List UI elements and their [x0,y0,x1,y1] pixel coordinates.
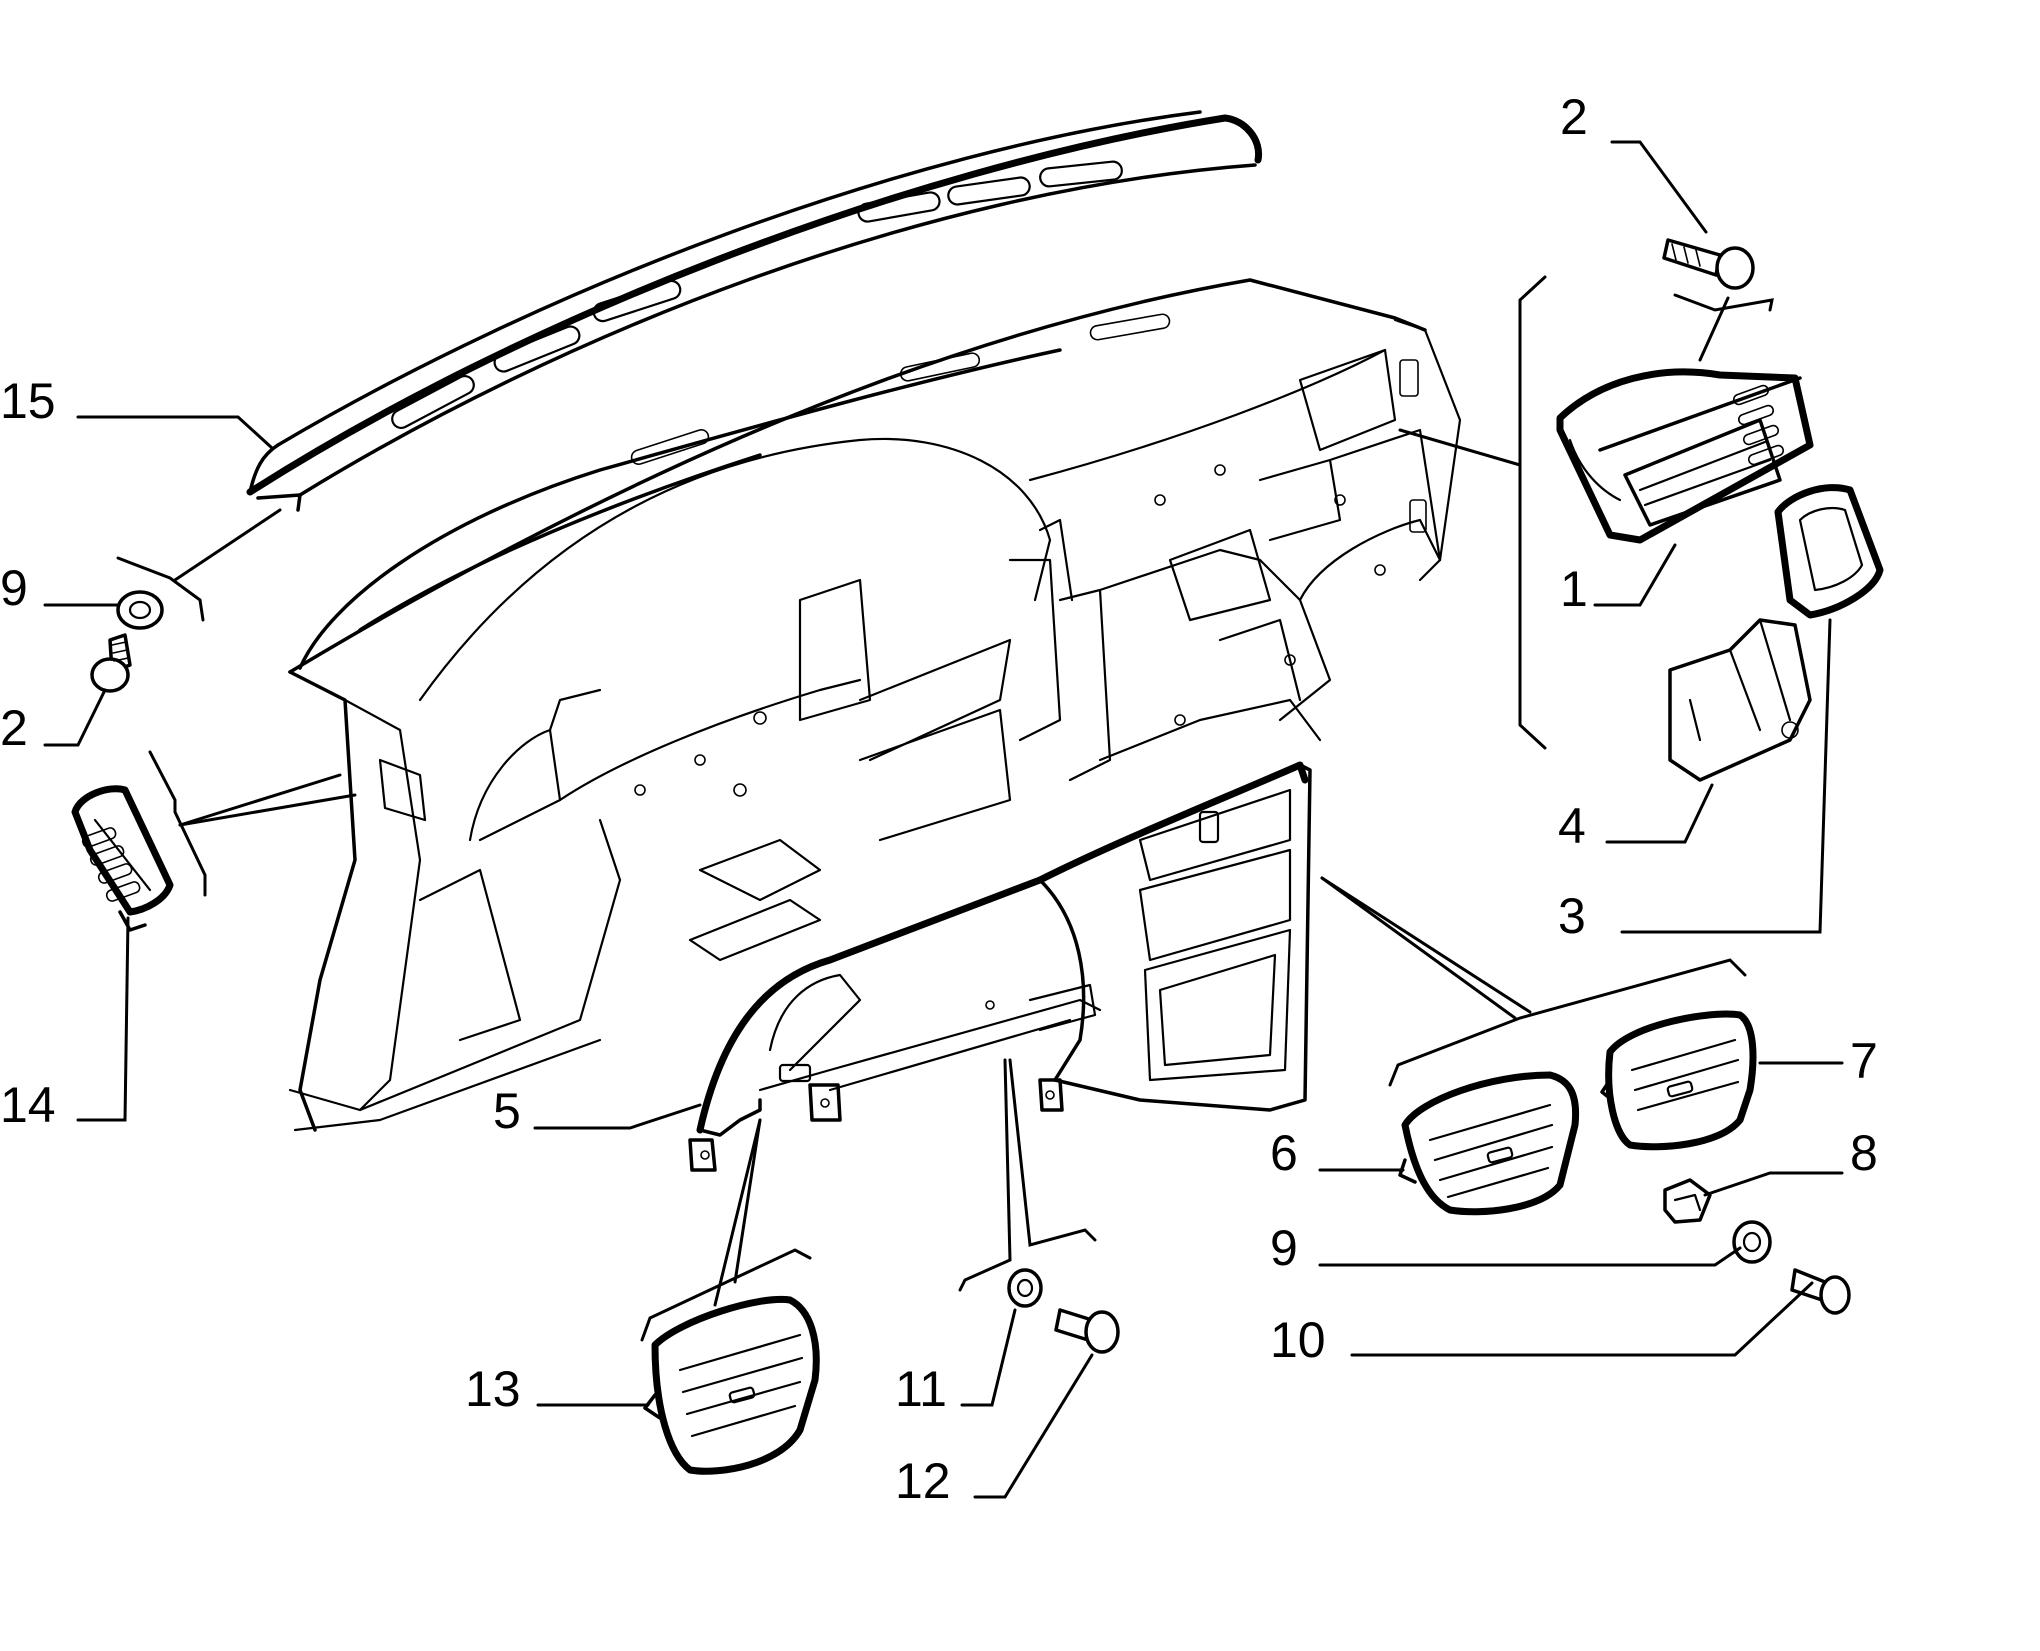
part-8-clip [1663,1178,1712,1224]
callout-labels: 15 9 2 14 2 1 4 3 5 7 6 8 9 10 11 12 13 [0,89,1878,1509]
callout-1: 1 [1560,561,1588,617]
callout-9-left: 9 [0,560,28,616]
callout-5: 5 [493,1083,521,1139]
leader-lines [43,140,1844,1499]
callout-14: 14 [0,1077,56,1133]
callout-7: 7 [1850,1033,1878,1089]
callout-6: 6 [1270,1125,1298,1181]
dashboard-main-body [288,278,1462,1132]
callout-9-right: 9 [1270,1220,1298,1276]
part-2-screw-left [90,633,132,693]
part-9-washer-right [1732,1220,1772,1264]
part-4-air-duct [1668,618,1812,782]
part-10-screw [1790,1268,1851,1315]
part-11-washer [1007,1268,1043,1308]
part-7-center-vent [1600,1010,1757,1151]
callout-10: 10 [1270,1312,1326,1368]
part-5-lower-panel [688,761,1312,1172]
part-13-lower-vent [643,1295,820,1475]
part-12-screw [1054,1308,1120,1354]
part-2-screw-top-right [1662,238,1755,290]
part-9-washer-left [116,590,164,630]
callout-3: 3 [1558,888,1586,944]
callout-8: 8 [1850,1125,1878,1181]
callout-13: 13 [465,1361,521,1417]
callout-4: 4 [1558,798,1586,854]
callout-12: 12 [895,1453,951,1509]
part-1-right-vent [1556,368,1814,544]
part-3-vent-frame [1774,484,1884,619]
part-14-left-side-vent [71,785,174,932]
callout-2-top-right: 2 [1560,89,1588,145]
callout-15: 15 [0,373,56,429]
fasteners [90,238,1851,1354]
part-6-center-vent [1398,1071,1580,1216]
callout-11: 11 [895,1361,947,1417]
part-15-dash-top-trim [246,110,1263,512]
callout-2-left: 2 [0,700,28,756]
